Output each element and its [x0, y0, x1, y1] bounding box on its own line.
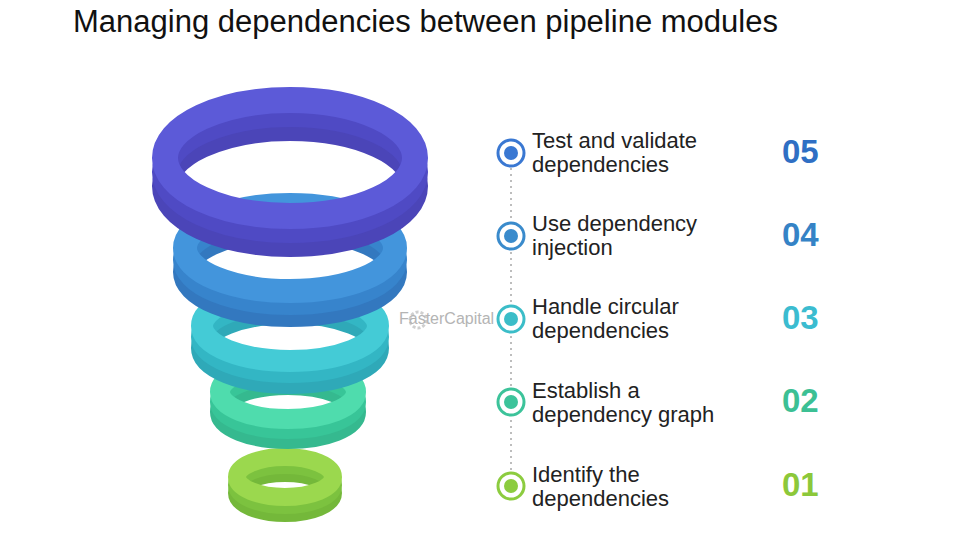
- title: Managing dependencies between pipeline m…: [73, 4, 778, 40]
- ring: [237, 457, 333, 513]
- marker: [498, 223, 524, 249]
- step-number: 05: [782, 133, 819, 171]
- marker: [498, 389, 524, 415]
- marker: [498, 140, 524, 166]
- step-text: Handle circular dependencies: [532, 295, 742, 343]
- step-text: Identify the dependencies: [532, 463, 742, 511]
- step-number: 03: [782, 299, 819, 337]
- step-number: 04: [782, 216, 819, 254]
- step-number: 02: [782, 382, 819, 420]
- watermark: FasterCapital: [399, 310, 494, 328]
- step-text: Use dependency injection: [532, 212, 742, 260]
- marker: [498, 473, 524, 499]
- step-text: Establish a dependency graph: [532, 379, 742, 427]
- step-text: Test and validate dependencies: [532, 129, 742, 177]
- step-number: 01: [782, 466, 819, 504]
- marker: [498, 306, 524, 332]
- ring: [165, 100, 415, 244]
